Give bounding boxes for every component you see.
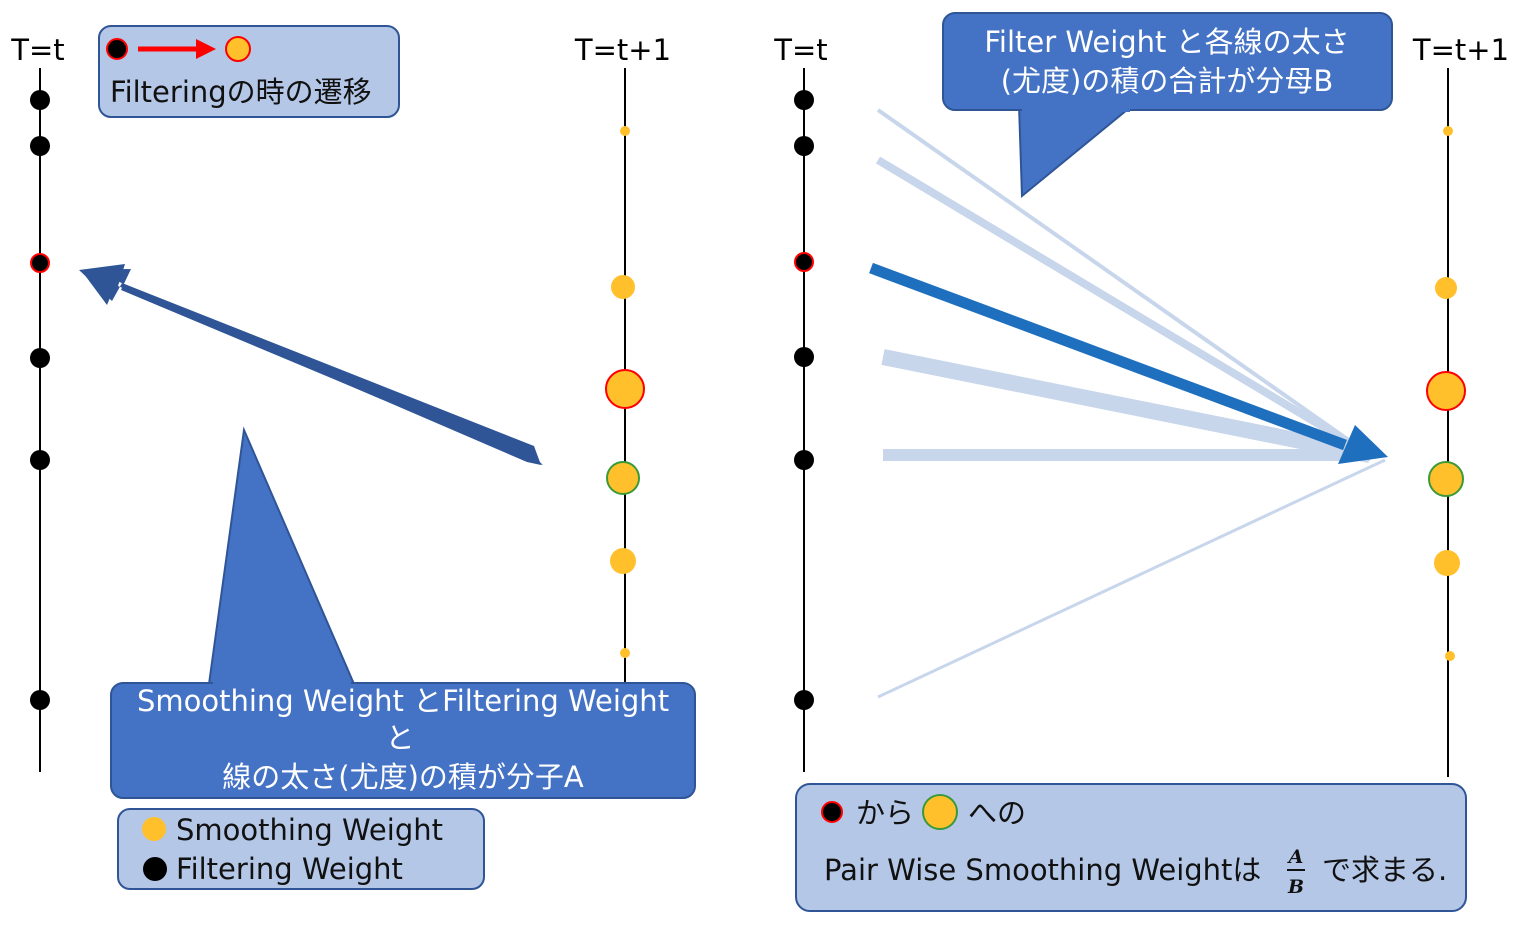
orange-dot-green-outline-icon <box>922 794 958 830</box>
filter-particle <box>794 90 814 110</box>
filtering-weight-label: Filtering Weight <box>176 852 403 886</box>
candidate-transition-line <box>875 156 1373 459</box>
black-dot-icon <box>143 857 167 881</box>
orange-dot-icon <box>142 817 166 841</box>
smoothing-particle <box>610 548 636 574</box>
filter-particle-highlighted <box>794 252 814 272</box>
denominator-callout-line1: Filter Weight と各線の太さ <box>984 25 1349 59</box>
black-dot-red-outline-icon <box>106 38 128 60</box>
filtering-legend-label: Filteringの時の遷移 <box>110 75 372 109</box>
smoothing-particle-highlighted-red <box>1426 371 1466 411</box>
left-panel: T=t T=t+1 Filteringの時の遷移 <box>10 25 696 890</box>
weight-legend-box <box>117 808 485 890</box>
selected-transition-arrow <box>869 262 1347 451</box>
filter-particle <box>30 90 50 110</box>
smoothing-particle <box>1435 277 1457 299</box>
candidate-transition-line <box>877 458 1386 699</box>
smoothing-particle-highlighted-green <box>1428 461 1464 497</box>
right-panel: T=t T=t+1 <box>773 12 1509 912</box>
filter-particle <box>794 347 814 367</box>
smoothing-particle <box>1434 550 1460 576</box>
result-box-background <box>795 783 1467 912</box>
orange-dot-red-outline-icon <box>225 36 251 62</box>
right-axis-label-t: T=t <box>773 33 827 67</box>
numerator-callout-pointer <box>207 426 356 685</box>
filter-particle <box>30 450 50 470</box>
red-arrow-head-icon <box>196 39 216 59</box>
left-axis-label-t: T=t <box>10 33 64 67</box>
numerator-callout-line2: と <box>385 721 414 755</box>
smoothing-particle <box>1443 126 1453 136</box>
smoothing-weight-label: Smoothing Weight <box>176 813 443 847</box>
result-line2-prefix: Pair Wise Smoothing Weightは <box>824 853 1261 887</box>
smoothing-particle <box>611 275 635 299</box>
smoothing-particle <box>620 126 630 136</box>
result-box: から への Pair Wise Smoothing Weightは A B で求… <box>795 783 1467 912</box>
filtering-transition-legend: Filteringの時の遷移 <box>98 25 400 118</box>
filter-particle <box>794 136 814 156</box>
denominator-callout-line2: (尤度)の積の合計が分母B <box>1001 64 1334 98</box>
numerator-callout-line3: 線の太さ(尤度)の積が分子A <box>222 760 584 794</box>
fraction-numerator: A <box>1287 846 1304 868</box>
smoothing-particle-highlighted-green <box>606 461 640 495</box>
selected-transition-arrow-head <box>1338 425 1388 464</box>
denominator-callout-pointer <box>1017 104 1136 199</box>
result-to-text: への <box>968 796 1026 830</box>
numerator-callout: Smoothing Weight とFiltering Weight と 線の太… <box>110 426 696 799</box>
filter-particle <box>794 690 814 710</box>
result-from-text: から <box>856 796 914 830</box>
smoothing-particle-highlighted-red <box>605 369 645 409</box>
filter-particle <box>30 136 50 156</box>
candidate-transition-line <box>876 108 1372 457</box>
left-axis-label-t1: T=t+1 <box>574 33 671 67</box>
result-line2-suffix: で求まる. <box>1322 853 1447 887</box>
smoothing-particle <box>620 648 630 658</box>
denominator-callout: Filter Weight と各線の太さ (尤度)の積の合計が分母B <box>942 12 1393 199</box>
filter-particle <box>794 450 814 470</box>
candidate-transition-line <box>881 349 1372 463</box>
weight-legend: Smoothing Weight Filtering Weight <box>117 808 485 890</box>
fraction-denominator: B <box>1287 876 1304 898</box>
filter-particle <box>30 690 50 710</box>
denominator-callout-box <box>942 12 1393 111</box>
numerator-transition-arrow-body <box>79 264 541 465</box>
candidate-transitions <box>875 108 1386 699</box>
smoothing-particle <box>1445 651 1455 661</box>
black-dot-red-outline-icon <box>821 801 843 823</box>
filter-particle <box>30 348 50 368</box>
filter-particle-highlighted <box>30 253 50 273</box>
numerator-callout-line1: Smoothing Weight とFiltering Weight <box>137 684 669 718</box>
numerator-callout-box <box>110 682 696 799</box>
right-axis-label-t1: T=t+1 <box>1412 33 1509 67</box>
